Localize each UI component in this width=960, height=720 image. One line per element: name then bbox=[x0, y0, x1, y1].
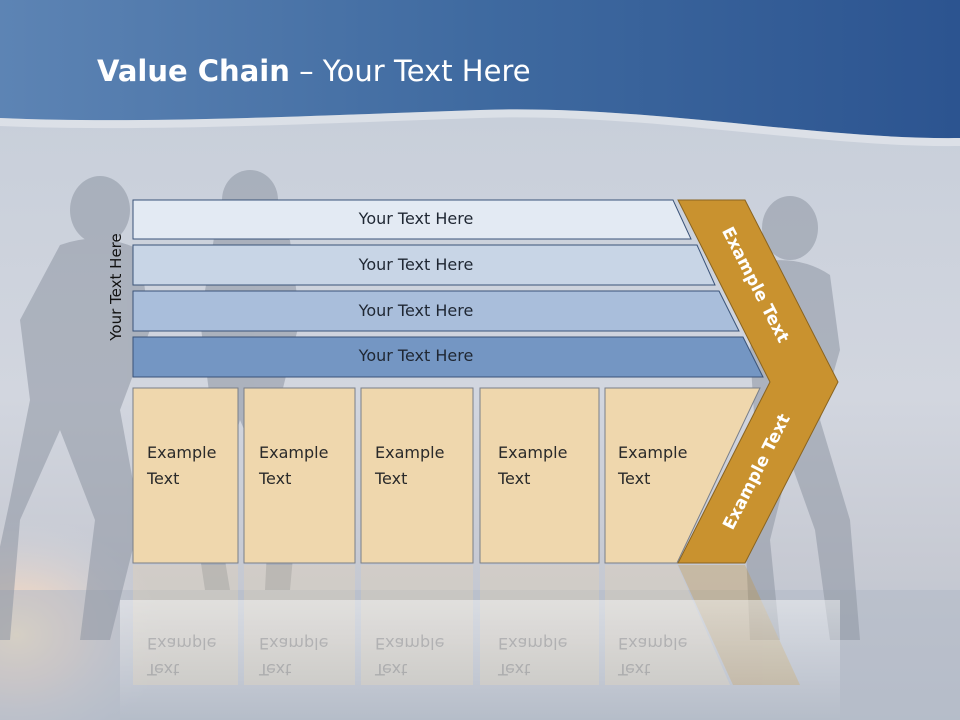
bar-4-label: Your Text Here bbox=[358, 346, 474, 365]
box-3-label: Example Text bbox=[375, 440, 444, 492]
header-band bbox=[0, 0, 960, 139]
chevron-arrow[interactable] bbox=[677, 199, 839, 564]
box-4-line2: Text bbox=[498, 469, 531, 488]
box-1-line2: Text bbox=[147, 469, 180, 488]
bar-1-label: Your Text Here bbox=[358, 209, 474, 228]
bar-2[interactable] bbox=[132, 244, 716, 286]
reflection-text-5: Text Example bbox=[618, 634, 688, 679]
box-1[interactable] bbox=[132, 387, 239, 564]
box-3-line2: Text bbox=[375, 469, 408, 488]
box-2-line1: Example bbox=[259, 443, 329, 462]
header-wave-highlight bbox=[0, 109, 960, 147]
box-5-line1: Example bbox=[618, 443, 688, 462]
box-2-line2: Text bbox=[259, 469, 292, 488]
bar-4[interactable] bbox=[132, 336, 764, 378]
side-label: Your Text Here bbox=[107, 233, 125, 341]
bar-1[interactable] bbox=[132, 199, 692, 240]
bar-3[interactable] bbox=[132, 290, 740, 332]
box-1-line1: Example bbox=[147, 443, 217, 462]
title-bold: Value Chain bbox=[97, 54, 290, 88]
bar-3-label: Your Text Here bbox=[358, 301, 474, 320]
box-2[interactable] bbox=[243, 387, 356, 564]
box-4-line1: Example bbox=[498, 443, 568, 462]
reflection-text-3: Text Example bbox=[375, 634, 445, 679]
slide-title: Value Chain – Your Text Here bbox=[97, 54, 531, 88]
box-4[interactable] bbox=[479, 387, 600, 564]
box-3[interactable] bbox=[360, 387, 474, 564]
box-2-label: Example Text bbox=[259, 440, 328, 492]
title-rest: – Your Text Here bbox=[289, 54, 531, 88]
box-5[interactable] bbox=[604, 387, 761, 564]
reflection-text-2: Text Example bbox=[259, 634, 329, 679]
reflection-text-4: Text Example bbox=[498, 634, 568, 679]
reflection-text-1: Text Example bbox=[147, 634, 217, 679]
box-5-label: Example Text bbox=[618, 440, 687, 492]
box-4-label: Example Text bbox=[498, 440, 567, 492]
box-1-label: Example Text bbox=[147, 440, 216, 492]
box-5-line2: Text bbox=[618, 469, 651, 488]
reflection-fade bbox=[120, 600, 840, 720]
box-3-line1: Example bbox=[375, 443, 445, 462]
bar-2-label: Your Text Here bbox=[358, 255, 474, 274]
